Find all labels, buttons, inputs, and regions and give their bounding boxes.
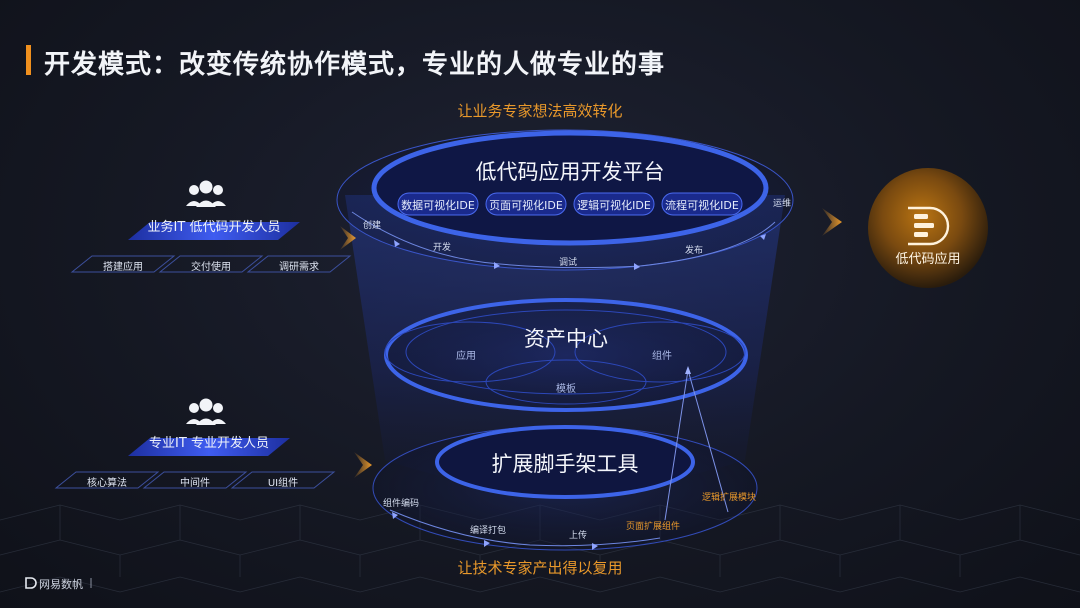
top-slogan: 让业务专家想法高效转化 xyxy=(457,102,623,120)
people-icon-professional xyxy=(186,398,226,425)
task-ui-component: UI组件 xyxy=(267,478,299,489)
scaffold-title: 扩展脚手架工具 xyxy=(491,452,639,476)
upload-line-logic xyxy=(687,369,729,513)
asset-center-title: 资产中心 xyxy=(524,327,608,351)
role-label-business: 业务IT 低代码开发人员 xyxy=(147,220,281,235)
asset-lobe-component xyxy=(574,321,746,383)
ext-logic-module: 逻辑扩展模块 xyxy=(701,493,756,503)
brand-name: 网易数帆 xyxy=(39,578,83,591)
title-part2: 改变传统协作模式，专业的人做专业的事 xyxy=(179,50,666,80)
chevron-output-icon xyxy=(822,208,842,236)
upload-line-page xyxy=(664,369,689,521)
task-build-app: 搭建应用 xyxy=(103,262,143,273)
cycle-arrow-2 xyxy=(494,262,500,269)
title-separator: ： xyxy=(152,50,180,80)
cycle-arrow-3 xyxy=(634,263,640,270)
role-plate-professional xyxy=(128,438,290,456)
ide-pills xyxy=(397,192,743,216)
cycle-release: 发布 xyxy=(684,246,703,256)
role-plate-business xyxy=(128,222,300,240)
people-icon-business xyxy=(186,180,226,207)
scaffold-arrow-3 xyxy=(592,543,598,550)
ext-page-component: 页面扩展组件 xyxy=(625,522,680,532)
scaffold-build: 编译打包 xyxy=(469,526,506,536)
lowcode-app-icon xyxy=(908,206,950,246)
cycle-create: 创建 xyxy=(362,221,381,231)
asset-template: 模板 xyxy=(556,384,576,395)
title-accent-bar xyxy=(26,45,31,75)
scaffold-inner-ring xyxy=(435,425,695,499)
task-research: 调研需求 xyxy=(279,262,319,273)
platform-title: 低代码应用开发平台 xyxy=(475,160,665,184)
asset-inner-ring xyxy=(405,309,727,395)
task-middleware: 中间件 xyxy=(180,478,210,489)
asset-lobe-app xyxy=(384,321,556,383)
brand-logo-icon xyxy=(25,577,37,589)
asset-app: 应用 xyxy=(456,351,476,362)
page-title: 开发模式：改变传统协作模式，专业的人做专业的事 xyxy=(44,44,665,81)
task-core-algorithm: 核心算法 xyxy=(87,478,127,489)
scaffold-cycle-arc xyxy=(389,509,661,547)
scaffold-arrow-2 xyxy=(484,540,490,547)
scaffold-coding: 组件编码 xyxy=(382,499,419,509)
chevron-business-icon xyxy=(340,226,356,250)
role-label-professional: 专业IT 专业开发人员 xyxy=(149,436,269,451)
title-part1: 开发模式 xyxy=(44,50,153,80)
ide-page: 页面可视化IDE xyxy=(489,199,563,212)
asset-center-ring xyxy=(384,298,748,412)
asset-component: 组件 xyxy=(652,351,672,362)
output-label: 低代码应用 xyxy=(895,252,961,267)
cycle-develop: 开发 xyxy=(432,243,451,253)
ide-data: 数据可视化IDE xyxy=(401,199,475,212)
asset-lobe-template xyxy=(485,359,647,405)
cycle-operate: 运维 xyxy=(772,199,791,209)
cycle-debug: 调试 xyxy=(558,258,577,268)
upload-arrow xyxy=(685,366,691,374)
scaffold-arrow-1 xyxy=(392,512,398,519)
ide-process: 流程可视化IDE xyxy=(665,199,739,212)
chevron-professional-icon xyxy=(354,452,372,478)
bottom-slogan: 让技术专家产出得以复用 xyxy=(457,559,623,577)
cycle-arrow-1 xyxy=(394,240,400,247)
platform-inner-ring xyxy=(371,130,769,246)
ide-logic: 逻辑可视化IDE xyxy=(577,199,651,212)
task-deliver: 交付使用 xyxy=(191,262,231,273)
task-tiles-professional xyxy=(54,471,336,489)
cycle-arrow-4 xyxy=(760,234,766,240)
scaffold-upload: 上传 xyxy=(568,531,587,541)
platform-cycle-arc xyxy=(351,211,776,269)
task-tiles-business xyxy=(70,255,352,273)
